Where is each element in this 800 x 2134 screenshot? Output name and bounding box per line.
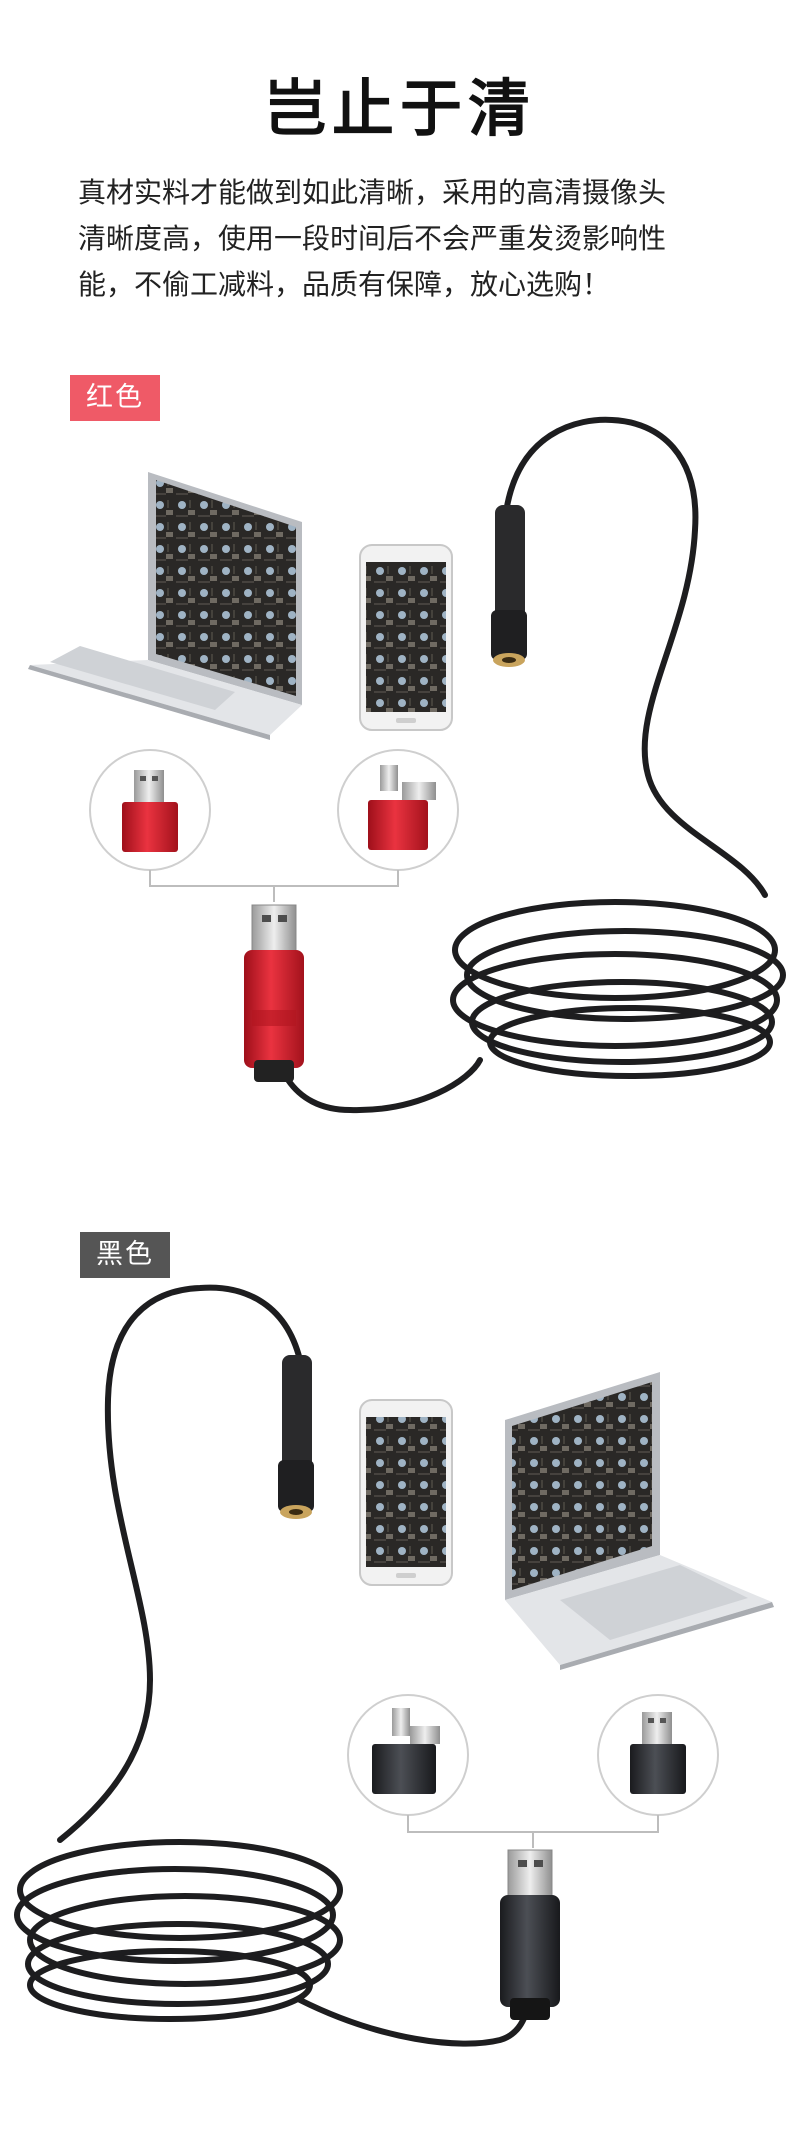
cable-icon — [14, 1284, 534, 2047]
description-line-3: 能，不偷工减料，品质有保障，放心选购！ — [78, 268, 611, 301]
camera-head-icon — [491, 505, 527, 667]
micro-usb-connector-inset — [337, 749, 459, 871]
color-tag-black[interactable]: 黑色 — [80, 1232, 170, 1278]
micro-usb-connector-inset — [347, 1694, 469, 1816]
smartphone-icon — [359, 544, 453, 731]
product-description: 真材实料才能做到如此清晰，采用的高清摄像头 清晰度高，使用一段时间后不会严重发烫… — [78, 170, 738, 308]
usb-plug-icon — [500, 1849, 560, 2020]
camera-head-icon — [278, 1355, 314, 1519]
cable-icon — [271, 416, 786, 1114]
usb-plug-icon — [244, 904, 304, 1082]
connector-bracket — [149, 870, 399, 902]
laptop-icon — [505, 1372, 774, 1670]
smartphone-icon — [359, 1399, 453, 1586]
connector-bracket — [407, 1815, 659, 1848]
description-line-2: 清晰度高，使用一段时间后不会严重发烫影响性 — [78, 222, 667, 255]
description-line-1: 真材实料才能做到如此清晰，采用的高清摄像头 — [78, 176, 667, 209]
color-tag-red[interactable]: 红色 — [70, 375, 160, 421]
black-endoscope-illustration — [14, 1284, 774, 2047]
laptop-icon — [28, 472, 302, 740]
page-title: 岂止于清 — [263, 72, 536, 145]
red-endoscope-illustration — [28, 416, 786, 1114]
usb-a-connector-inset — [597, 1694, 719, 1816]
usb-a-connector-inset — [89, 749, 211, 871]
